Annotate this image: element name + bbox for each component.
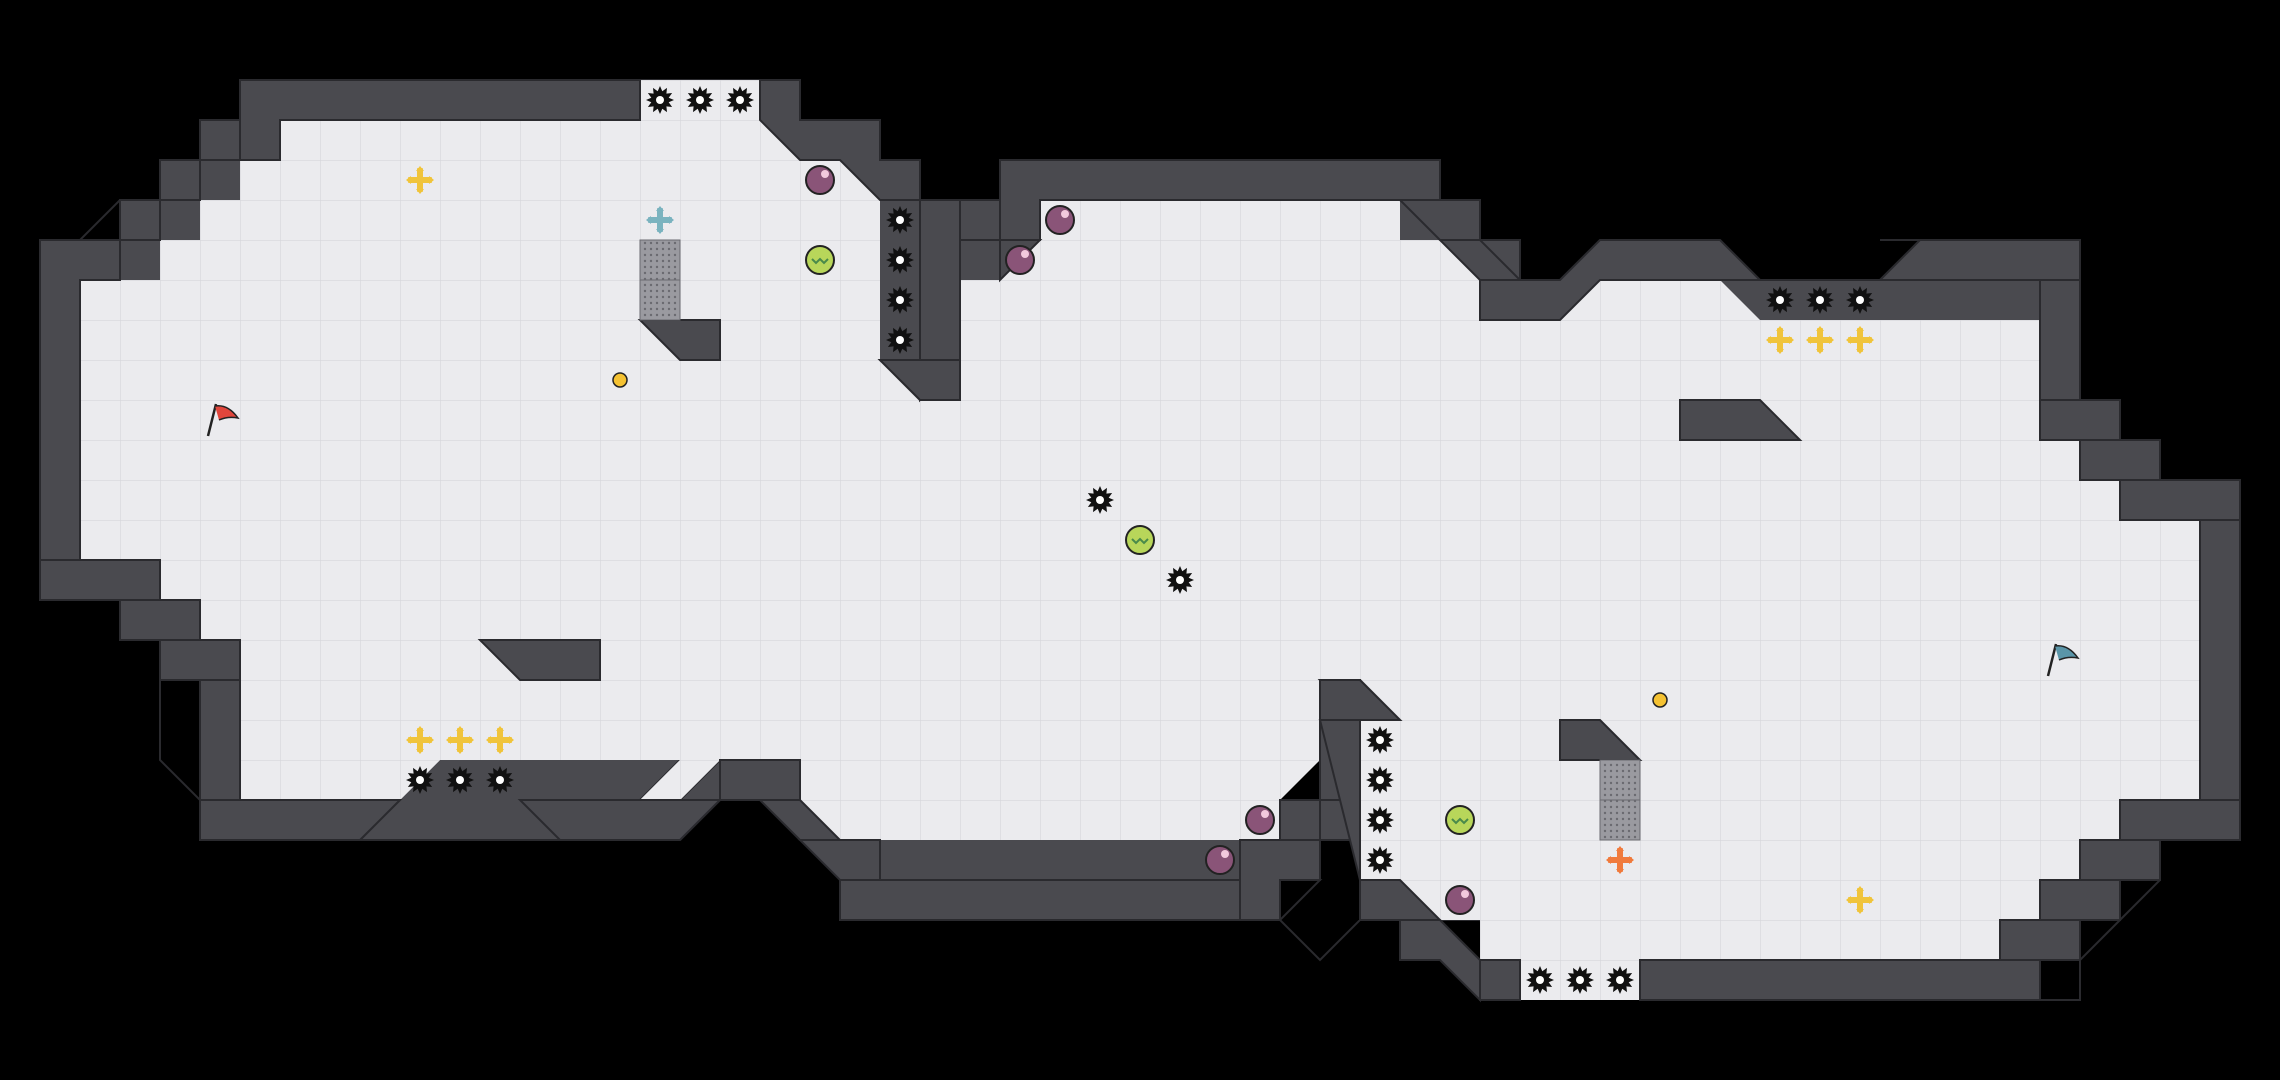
spike-gear-icon xyxy=(646,86,674,114)
spike-gear-icon xyxy=(486,766,514,794)
spike-gear-icon xyxy=(1606,966,1634,994)
orange-cross-icon xyxy=(1606,846,1634,874)
spike-gear-icon xyxy=(726,86,754,114)
spike-gear-icon xyxy=(1086,486,1114,514)
orb-enemy-icon xyxy=(805,165,835,195)
spike-gear-icon xyxy=(1366,766,1394,794)
cross-pickup-icon xyxy=(446,726,474,754)
spike-gear-icon xyxy=(686,86,714,114)
crumbling-block xyxy=(1599,799,1641,841)
red-flag-icon xyxy=(206,403,240,437)
orb-enemy-icon xyxy=(1045,205,1075,235)
crumbling-block xyxy=(639,279,681,321)
blue-flag-icon xyxy=(2046,643,2080,677)
orb-enemy-icon xyxy=(1005,245,1035,275)
spike-gear-icon xyxy=(1566,966,1594,994)
spike-gear-icon xyxy=(886,286,914,314)
orb-enemy-icon xyxy=(1245,805,1275,835)
green-orb-enemy-icon xyxy=(1125,525,1155,555)
cross-pickup-icon xyxy=(406,166,434,194)
spike-gear-icon xyxy=(1166,566,1194,594)
orb-enemy-icon xyxy=(1445,885,1475,915)
spike-gear-icon xyxy=(1806,286,1834,314)
spike-gear-icon xyxy=(886,206,914,234)
spike-gear-icon xyxy=(886,246,914,274)
cross-pickup-icon xyxy=(1806,326,1834,354)
spike-gear-icon xyxy=(1766,286,1794,314)
spike-gear-icon xyxy=(886,326,914,354)
coin-icon xyxy=(612,372,628,388)
cross-pickup-icon xyxy=(486,726,514,754)
green-orb-enemy-icon xyxy=(1445,805,1475,835)
crumbling-block xyxy=(1599,759,1641,801)
cross-pickup-icon xyxy=(1766,326,1794,354)
cross-pickup-icon xyxy=(1846,886,1874,914)
crumbling-blocks xyxy=(639,239,1641,841)
spike-gear-icon xyxy=(1846,286,1874,314)
spike-gear-icon xyxy=(1366,846,1394,874)
entities xyxy=(206,86,2080,994)
spike-gear-icon xyxy=(406,766,434,794)
cross-pickup-icon xyxy=(1846,326,1874,354)
coin-icon xyxy=(1652,692,1668,708)
spike-gear-icon xyxy=(1366,806,1394,834)
cross-pickup-icon xyxy=(406,726,434,754)
interior-walls xyxy=(477,319,1803,761)
spike-gear-icon xyxy=(1366,726,1394,754)
spike-gear-icon xyxy=(1526,966,1554,994)
spike-gear-icon xyxy=(446,766,474,794)
crumbling-block xyxy=(639,239,681,281)
orb-enemy-icon xyxy=(1205,845,1235,875)
teal-cross-icon xyxy=(646,206,674,234)
green-orb-enemy-icon xyxy=(805,245,835,275)
